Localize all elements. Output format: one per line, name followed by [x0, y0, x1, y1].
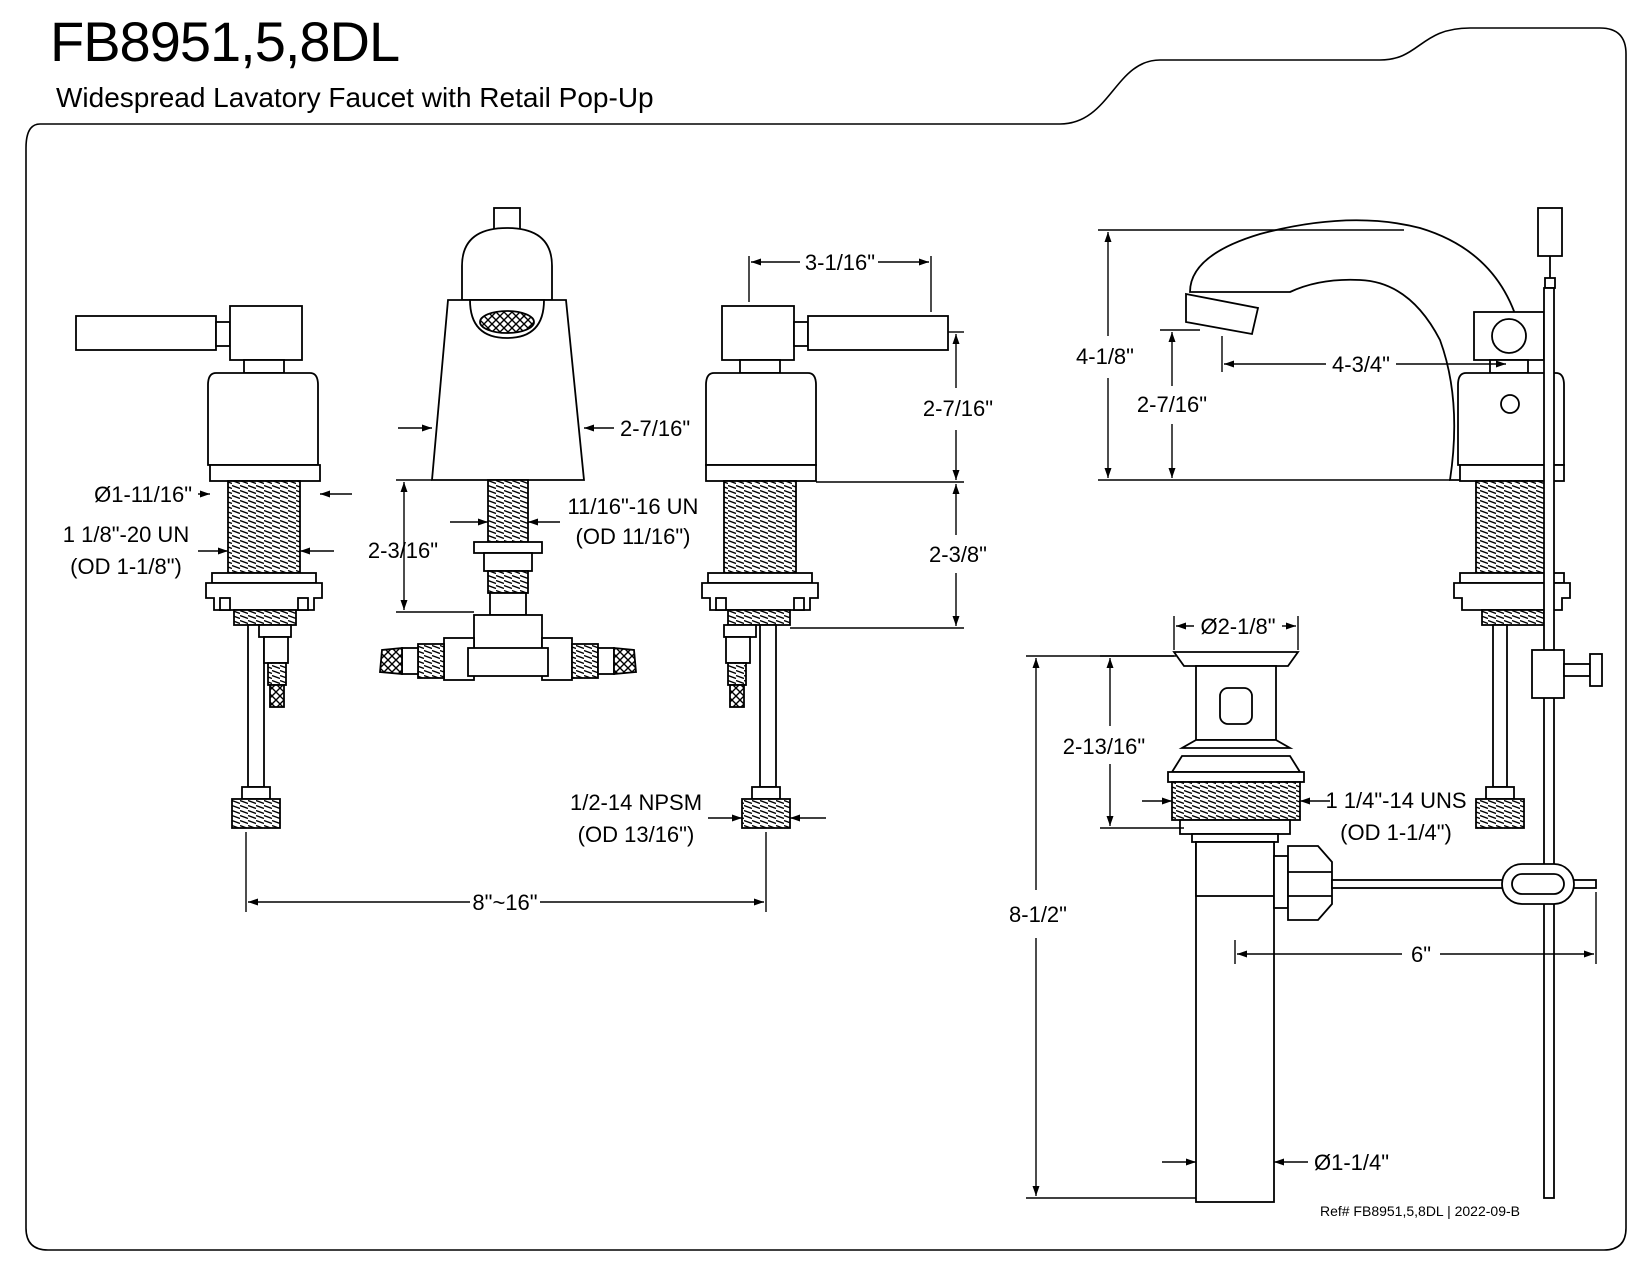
label-drain-total-length: 8-1/2": [1009, 902, 1067, 927]
right-handle-valve: [701, 305, 949, 829]
right-lever: [807, 315, 949, 351]
label-spout-reach: 4-3/4": [1332, 352, 1390, 377]
dimension-labels: Ø1-11/16" 1 1/8"-20 UN (OD 1-1/8") 2-7/1…: [63, 250, 1467, 1175]
reference-number: Ref# FB8951,5,8DL | 2022-09-B: [1319, 1203, 1520, 1219]
pop-up-drain: [1167, 651, 1597, 1203]
left-handle-valve: [75, 305, 323, 829]
label-inlet-thread-od: (OD 13/16"): [578, 822, 695, 847]
tailpiece: [1195, 841, 1275, 1203]
spout-side-view: [1185, 207, 1603, 1199]
label-handle-flange-diameter: Ø1-11/16": [94, 482, 192, 507]
label-drain-thread: 1 1/4"-14 UNS: [1325, 788, 1466, 813]
lift-rod: [1543, 287, 1555, 1199]
pivot-rod: [1331, 879, 1597, 889]
label-drain-body-height: 2-13/16": [1063, 734, 1145, 759]
aerator: [479, 310, 535, 334]
label-drain-flange-diameter: Ø2-1/8": [1200, 614, 1275, 639]
label-spout-height: 4-1/8": [1076, 344, 1134, 369]
page-title: FB8951,5,8DL: [50, 10, 400, 73]
label-spout-base-width: 2-7/16": [620, 416, 690, 441]
dimension-lines: [198, 229, 1597, 1199]
label-spout-thread: 11/16"-16 UN: [568, 494, 699, 519]
label-handle-height: 2-7/16": [923, 396, 993, 421]
label-handle-thread: 1 1/8"-20 UN: [63, 522, 189, 547]
label-handle-length: 3-1/16": [805, 250, 875, 275]
label-tailpiece-diameter: Ø1-1/4": [1314, 1150, 1389, 1175]
label-drain-thread-od: (OD 1-1/4"): [1340, 820, 1452, 845]
page-frame: [25, 27, 1627, 1251]
label-spread: 8"~16": [472, 890, 537, 915]
label-inlet-thread: 1/2-14 NPSM: [570, 790, 702, 815]
label-pop-up-rod-length: 6": [1411, 942, 1431, 967]
label-spout-shank-length: 2-3/16": [368, 538, 438, 563]
label-handle-thread-od: (OD 1-1/8"): [70, 554, 182, 579]
page-subtitle: Widespread Lavatory Faucet with Retail P…: [56, 82, 654, 113]
label-spout-clearance: 2-7/16": [1137, 392, 1207, 417]
left-lever: [75, 315, 217, 351]
spout-front-view: [379, 207, 637, 681]
label-spout-thread-od: (OD 11/16"): [576, 524, 691, 549]
label-handle-shank-length: 2-3/8": [929, 542, 987, 567]
pop-up-lift-rod: [493, 207, 521, 231]
